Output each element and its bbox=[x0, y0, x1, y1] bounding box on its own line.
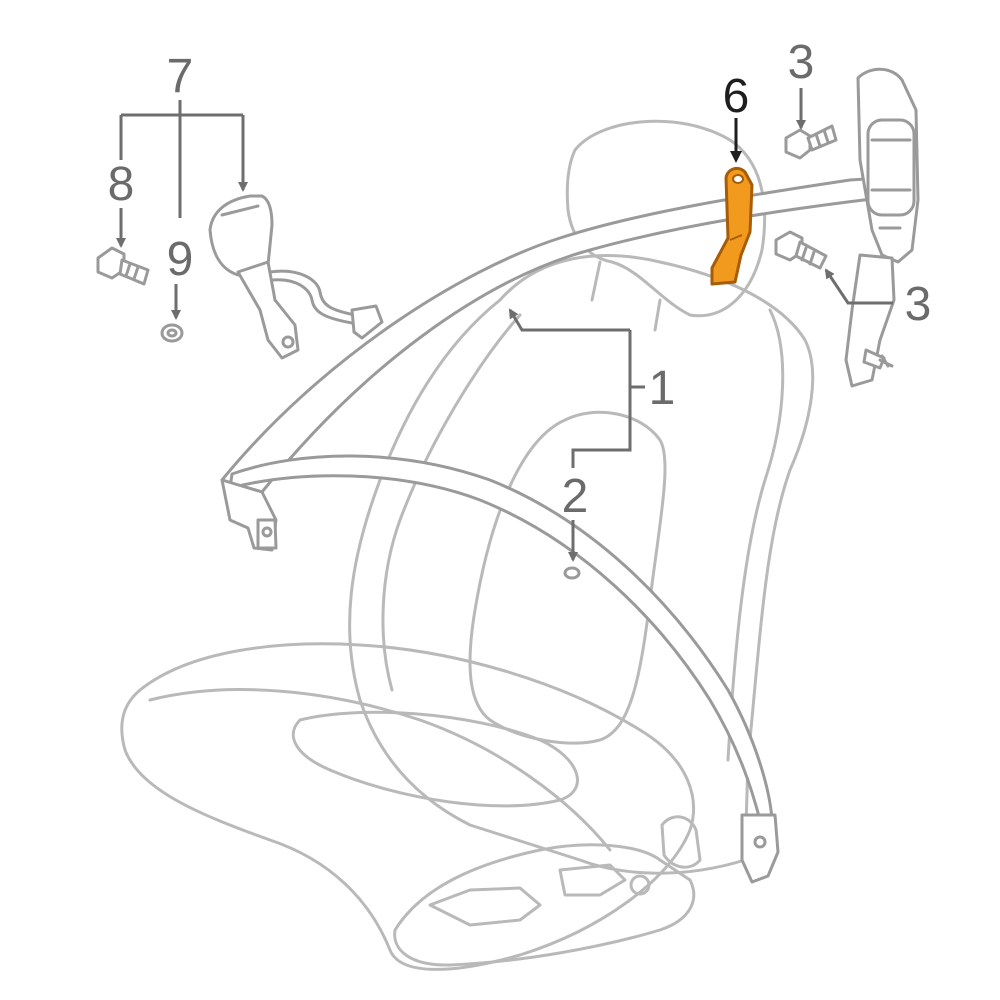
backrest-panel bbox=[468, 410, 667, 745]
recliner-cover bbox=[660, 815, 702, 869]
buckle-stalk bbox=[236, 260, 300, 360]
seat-controls bbox=[428, 863, 627, 927]
cushion-seam bbox=[148, 688, 612, 852]
belt-lower-anchor-hole bbox=[753, 835, 767, 849]
buckle-slot bbox=[220, 204, 260, 217]
belt-end-mount-tab bbox=[256, 518, 278, 550]
callout-3-lower: 3 bbox=[905, 278, 932, 331]
callout-labels: 7 8 9 3 3 1 2 6 bbox=[108, 36, 932, 523]
seat-cushion bbox=[120, 642, 695, 971]
part-9-washer bbox=[160, 323, 184, 343]
bracket-6-hole bbox=[732, 174, 744, 184]
buckle-connector bbox=[350, 304, 384, 340]
seat-control-knob bbox=[629, 874, 651, 896]
backrest-side-line bbox=[381, 313, 522, 692]
retractor-spool bbox=[866, 118, 916, 217]
part-retractor-assembly bbox=[844, 67, 920, 388]
belt-arc-grommet bbox=[563, 566, 581, 580]
retractor-bracket bbox=[844, 253, 896, 388]
buckle-stalk-hole bbox=[281, 335, 295, 349]
belt-lower-arc bbox=[228, 454, 774, 822]
bolt-lower-3 bbox=[774, 230, 828, 270]
buckle-wire bbox=[268, 269, 357, 317]
part-1-belt-guide-arc bbox=[220, 176, 882, 884]
callout-3-upper: 3 bbox=[788, 36, 815, 89]
buckle-head bbox=[208, 194, 274, 277]
callout-2: 2 bbox=[562, 470, 589, 523]
belt-upper-arc bbox=[220, 176, 882, 494]
part-8-bolt bbox=[96, 246, 150, 286]
headrest bbox=[565, 119, 767, 318]
callout-7: 7 bbox=[167, 50, 194, 103]
buckle-wire-2 bbox=[270, 278, 354, 325]
bracket-6-body bbox=[710, 166, 754, 286]
callout-9: 9 bbox=[167, 233, 194, 286]
belt-end-mount-hole bbox=[261, 526, 273, 538]
seat-backrest bbox=[348, 254, 815, 875]
headrest-post bbox=[590, 260, 662, 332]
leader-1 bbox=[510, 310, 645, 389]
retractor-lower-stud bbox=[862, 348, 886, 370]
leader-lines bbox=[116, 88, 893, 562]
callout-1: 1 bbox=[649, 362, 676, 415]
callout-8: 8 bbox=[108, 158, 135, 211]
part-7-buckle bbox=[208, 194, 384, 360]
seat-base bbox=[393, 843, 696, 967]
retractor-stud-thread bbox=[878, 354, 894, 368]
leader-3-lower bbox=[824, 268, 893, 305]
retractor-spool-detail bbox=[870, 138, 912, 230]
callout-6: 6 bbox=[723, 70, 750, 123]
bolt-upper-3 bbox=[784, 124, 838, 160]
part-6-guide-bracket bbox=[710, 166, 754, 286]
backrest-side-line-right bbox=[726, 308, 785, 762]
leader-1-lower bbox=[571, 387, 632, 468]
bracket-6-fold bbox=[729, 234, 743, 241]
